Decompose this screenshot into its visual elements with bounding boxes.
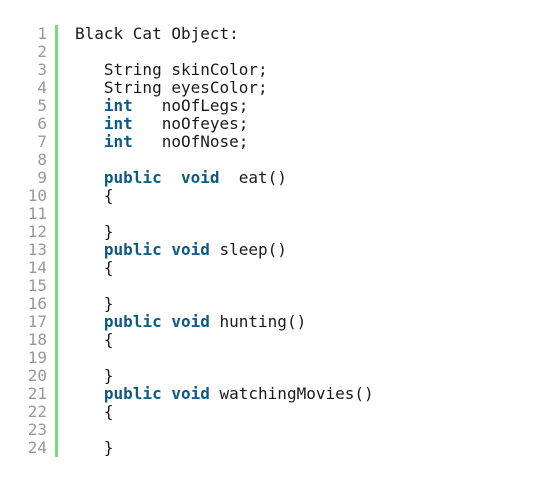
code-line[interactable]: int noOfLegs; bbox=[75, 96, 249, 115]
code-token: sleep() bbox=[209, 240, 287, 259]
code-line[interactable]: { bbox=[75, 187, 114, 205]
line-number: 15 bbox=[27, 276, 47, 295]
code-token bbox=[162, 168, 181, 187]
gutter-accent-bar bbox=[55, 25, 58, 457]
code-line[interactable]: int noOfNose; bbox=[75, 132, 249, 151]
code-token bbox=[75, 132, 104, 151]
code-line[interactable]: } bbox=[75, 439, 114, 457]
keyword-token: int bbox=[103, 132, 133, 151]
line-number: 12 bbox=[27, 222, 47, 241]
line-number: 23 bbox=[27, 420, 47, 439]
keyword-token: public bbox=[103, 384, 162, 403]
code-token: { bbox=[75, 186, 114, 205]
code-line[interactable]: Black Cat Object: bbox=[75, 25, 239, 43]
keyword-token: public bbox=[103, 312, 162, 331]
line-number: 2 bbox=[37, 42, 47, 61]
code-token: noOfeyes; bbox=[132, 114, 249, 133]
line-number: 7 bbox=[37, 132, 47, 151]
code-token bbox=[75, 168, 104, 187]
code-token bbox=[162, 384, 172, 403]
line-number: 9 bbox=[37, 168, 47, 187]
line-number: 1 bbox=[37, 24, 47, 43]
code-token: { bbox=[75, 258, 114, 277]
code-line[interactable]: public void hunting() bbox=[75, 313, 306, 331]
code-token: { bbox=[75, 330, 114, 349]
line-number: 24 bbox=[27, 438, 47, 457]
code-token: } bbox=[75, 366, 114, 385]
code-token: { bbox=[75, 402, 114, 421]
line-number: 20 bbox=[27, 366, 47, 385]
keyword-token: void bbox=[171, 384, 210, 403]
line-number: 19 bbox=[27, 348, 47, 367]
code-token: } bbox=[75, 438, 114, 457]
line-number: 21 bbox=[27, 384, 47, 403]
line-number: 10 bbox=[27, 186, 47, 205]
code-line[interactable]: } bbox=[75, 295, 114, 313]
code-token: noOfLegs; bbox=[132, 96, 249, 115]
line-number: 6 bbox=[37, 114, 47, 133]
code-token: hunting() bbox=[209, 312, 307, 331]
code-token: String skinColor; bbox=[75, 60, 268, 79]
code-line[interactable]: int noOfeyes; bbox=[75, 114, 249, 133]
code-line[interactable]: { bbox=[75, 403, 114, 421]
line-number: 13 bbox=[27, 240, 47, 259]
code-line[interactable]: public void watchingMovies() bbox=[75, 385, 374, 403]
code-token: } bbox=[75, 294, 114, 313]
keyword-token: void bbox=[171, 240, 210, 259]
code-token bbox=[75, 312, 104, 331]
line-number: 11 bbox=[27, 204, 47, 223]
code-line[interactable]: { bbox=[75, 331, 114, 349]
line-number: 16 bbox=[27, 294, 47, 313]
code-token: String eyesColor; bbox=[75, 78, 268, 97]
code-line[interactable]: { bbox=[75, 259, 114, 277]
code-token: eat() bbox=[219, 168, 287, 187]
line-number: 8 bbox=[37, 150, 47, 169]
code-line[interactable]: } bbox=[75, 223, 114, 241]
keyword-token: void bbox=[171, 312, 210, 331]
line-number: 14 bbox=[27, 258, 47, 277]
line-number: 5 bbox=[37, 96, 47, 115]
code-line[interactable]: } bbox=[75, 367, 114, 385]
code-line[interactable]: public void eat() bbox=[75, 169, 287, 187]
code-token bbox=[75, 384, 104, 403]
line-number: 17 bbox=[27, 312, 47, 331]
code-line[interactable]: String eyesColor; bbox=[75, 79, 268, 97]
line-number: 4 bbox=[37, 78, 47, 97]
keyword-token: int bbox=[103, 114, 133, 133]
keyword-token: public bbox=[103, 240, 162, 259]
keyword-token: int bbox=[103, 96, 133, 115]
line-number: 18 bbox=[27, 330, 47, 349]
code-token: } bbox=[75, 222, 114, 241]
code-line[interactable]: public void sleep() bbox=[75, 241, 287, 259]
keyword-token: void bbox=[180, 168, 220, 187]
code-token bbox=[162, 240, 172, 259]
code-token: watchingMovies() bbox=[209, 384, 374, 403]
code-token bbox=[75, 96, 104, 115]
code-line[interactable]: String skinColor; bbox=[75, 61, 268, 79]
code-token bbox=[162, 312, 172, 331]
code-token: noOfNose; bbox=[132, 132, 249, 151]
line-number: 3 bbox=[37, 60, 47, 79]
keyword-token: public bbox=[103, 168, 162, 187]
code-token bbox=[75, 240, 104, 259]
code-token bbox=[75, 114, 104, 133]
line-number: 22 bbox=[27, 402, 47, 421]
code-token: Black Cat Object: bbox=[75, 24, 239, 43]
